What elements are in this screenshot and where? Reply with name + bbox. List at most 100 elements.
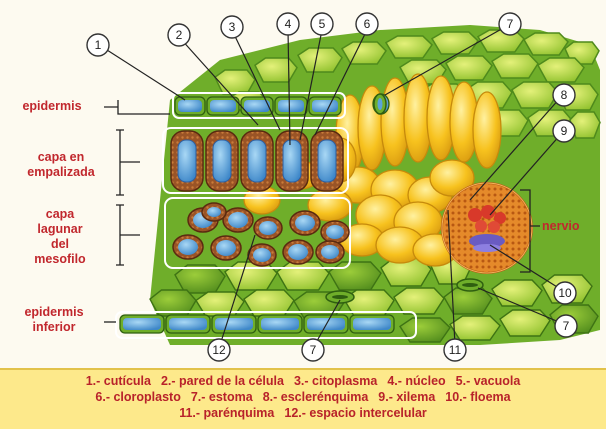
epidermal-cell [512, 82, 558, 108]
number-callout: 6 [356, 13, 378, 35]
vacuole [169, 318, 207, 330]
vacuole [215, 318, 253, 330]
legend-row-2: 6.- cloroplasto 7.- estoma 8.- esclerénqui… [0, 389, 606, 405]
upper-epidermis-cell [275, 97, 307, 115]
upper-epidermis-cell [207, 97, 239, 115]
legend-item: 8.- esclerénquima [263, 390, 369, 404]
callout-number: 7 [563, 319, 570, 333]
vacuole [353, 318, 391, 330]
vacuole [207, 207, 221, 217]
callout-number: 3 [229, 20, 236, 34]
stoma-upper [374, 94, 386, 114]
label-capa-lagunar-line-1: capa [2, 207, 118, 222]
label-epidermis: epidermis [2, 99, 102, 114]
number-callout: 7 [302, 339, 324, 361]
spongy-cell [316, 241, 344, 263]
palisade-layer [171, 131, 343, 191]
vacuole [261, 318, 299, 330]
label-capa-empalizada: capa en empalizada [2, 150, 120, 180]
legend-item: 10.- floema [445, 390, 510, 404]
legend-item: 2.- pared de la célula [161, 374, 284, 388]
number-callout: 4 [277, 13, 299, 35]
vacuole [321, 245, 339, 259]
number-callout: 7 [555, 315, 577, 337]
number-callout: 3 [221, 16, 243, 38]
legend: 1.- cutícula2.- pared de la célula3.- ci… [0, 368, 606, 429]
callout-number: 9 [561, 124, 568, 138]
label-capa-lagunar-line-3: del [2, 237, 118, 252]
callout-number: 7 [507, 17, 514, 31]
vacuole [278, 100, 304, 112]
legend-item: 6.- cloroplasto [95, 390, 180, 404]
palisade-cell [311, 131, 343, 191]
palisade-cell [241, 131, 273, 191]
number-callout: 9 [553, 120, 575, 142]
vacuole [178, 100, 202, 112]
label-capa-lagunar: capa lagunar del mesofilo [2, 207, 118, 267]
lower-epidermis-cell [212, 315, 256, 333]
epidermal-cell [446, 56, 492, 80]
vacuole [318, 140, 336, 182]
label-capa-lagunar-line-4: mesofilo [2, 252, 118, 267]
legend-item: 7.- estoma [191, 390, 253, 404]
vascular-bundle [442, 183, 532, 273]
spongy-cell [173, 235, 203, 259]
number-callout: 8 [553, 84, 575, 106]
spongy-cell [202, 203, 226, 221]
label-capa-empalizada-line-1: capa en [2, 150, 120, 165]
vacuole [288, 244, 308, 260]
callout-number: 6 [364, 17, 371, 31]
epidermal-cell [298, 48, 342, 72]
vacuole [326, 225, 344, 239]
spongy-cell [321, 221, 349, 243]
spongy-cell [283, 240, 313, 264]
lower-cell [225, 262, 277, 290]
epidermal-cell [524, 33, 568, 55]
epidermal-cell [342, 42, 386, 64]
callout-number: 1 [95, 38, 102, 52]
vacuole [259, 221, 277, 235]
epidermal-cell [478, 30, 524, 52]
lower-epidermis-cell [120, 315, 164, 333]
palisade-cell [171, 131, 203, 191]
upper-epidermis-cell [175, 97, 205, 115]
vacuole [123, 318, 161, 330]
lower-cell [394, 288, 444, 314]
legend-item: 11.- parénquima [179, 406, 274, 420]
vacuole [228, 212, 248, 228]
yellow-cell [473, 92, 501, 168]
number-callout: 11 [444, 339, 466, 361]
spongy-cell [211, 236, 241, 260]
lower-cell [450, 316, 500, 340]
callout-number: 5 [319, 17, 326, 31]
palisade-cell [206, 131, 238, 191]
number-callout: 5 [311, 13, 333, 35]
stoma-lower-2 [457, 279, 483, 291]
epidermal-cell [492, 54, 538, 78]
epidermal-cell [538, 58, 584, 82]
legend-item: 4.- núcleo [387, 374, 445, 388]
lower-cell [329, 262, 381, 290]
epidermal-cell [255, 58, 297, 82]
label-nervio: nervio [542, 219, 604, 234]
label-epidermis-inferior: epidermis inferior [2, 305, 106, 335]
lower-cell [500, 310, 550, 336]
lower-cell [277, 262, 329, 290]
vacuole [253, 248, 271, 262]
vacuole [248, 140, 266, 182]
palisade-cell [276, 131, 308, 191]
vacuole [312, 100, 338, 112]
label-capa-empalizada-line-2: empalizada [2, 165, 120, 180]
callout-number: 7 [310, 343, 317, 357]
lower-cell [444, 288, 492, 314]
spongy-cell [248, 244, 276, 266]
vacuole [283, 140, 301, 182]
number-callout: 12 [208, 339, 230, 361]
vacuole [216, 240, 236, 256]
vacuole [178, 140, 196, 182]
callout-number: 12 [212, 343, 226, 357]
spongy-cell [290, 211, 320, 235]
legend-item: 5.- vacuola [456, 374, 521, 388]
